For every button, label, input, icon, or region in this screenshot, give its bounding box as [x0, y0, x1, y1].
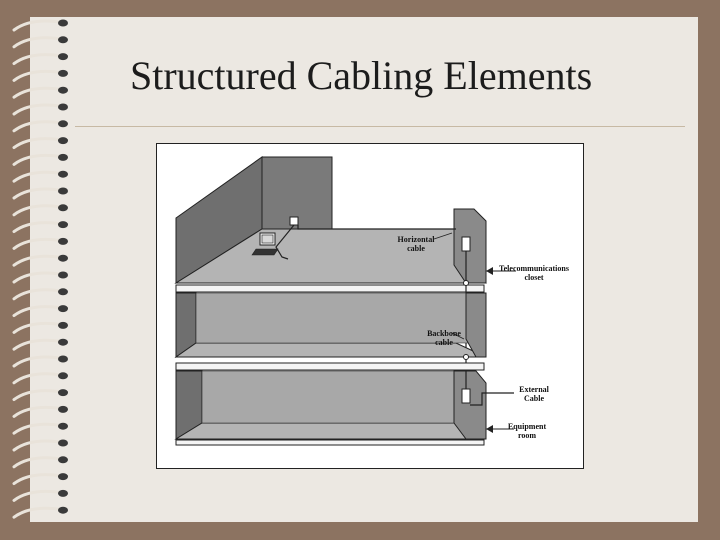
binding-hole: [58, 355, 68, 363]
telecom-closet-label: Telecommunications closet: [499, 264, 569, 282]
computer-icon: [251, 232, 279, 256]
spiral-ring: [12, 221, 62, 234]
horizontal-cable-leader: [433, 232, 453, 240]
binding-hole: [58, 389, 68, 397]
spiral-ring: [12, 271, 62, 284]
binding-hole: [58, 237, 68, 245]
external-cable-label: External Cable: [519, 385, 549, 403]
spiral-ring: [12, 69, 62, 82]
spiral-ring: [12, 439, 62, 452]
spiral-ring: [12, 153, 62, 166]
bottom-floor-slab: [175, 439, 485, 446]
spiral-binding-icon: [12, 19, 68, 519]
middle-floor-closet-wall: [465, 292, 487, 358]
spiral-ring: [12, 170, 62, 183]
horizontal-cable-line: [275, 224, 295, 260]
binding-hole: [58, 288, 68, 296]
external-cable-line: [470, 392, 514, 406]
spiral-ring: [12, 19, 62, 32]
binding-hole: [58, 53, 68, 61]
top-floor-slab: [175, 284, 485, 293]
spiral-ring: [12, 254, 62, 267]
binding-hole: [58, 439, 68, 447]
spiral-ring: [12, 53, 62, 66]
spiral-ring: [12, 288, 62, 301]
spiral-ring: [12, 237, 62, 250]
spiral-ring: [12, 321, 62, 334]
spiral-ring: [12, 389, 62, 402]
binding-hole: [58, 153, 68, 161]
binding-hole: [58, 506, 68, 514]
spiral-ring: [12, 355, 62, 368]
spiral-ring: [12, 405, 62, 418]
binding-hole: [58, 338, 68, 346]
top-floor-closet-panel: [461, 236, 471, 252]
binding-hole: [58, 86, 68, 94]
binding-hole: [58, 69, 68, 77]
spiral-ring: [12, 372, 62, 385]
binding-hole: [58, 19, 68, 27]
page-title: Structured Cabling Elements: [130, 53, 593, 98]
binding-hole: [58, 422, 68, 430]
binding-hole: [58, 473, 68, 481]
structured-cabling-diagram: Horizontal cable Telecommunications clos…: [156, 143, 584, 469]
binding-hole: [58, 36, 68, 44]
backbone-cable-label: Backbone cable: [427, 329, 461, 347]
binding-hole: [58, 321, 68, 329]
wall-outlet-icon: [289, 216, 299, 226]
binding-hole: [58, 456, 68, 464]
binding-hole: [58, 187, 68, 195]
spiral-ring: [12, 305, 62, 318]
spiral-ring: [12, 103, 62, 116]
spiral-ring: [12, 489, 62, 502]
horizontal-cable-label: Horizontal cable: [397, 235, 435, 253]
bottom-floor-surface: [174, 422, 487, 440]
binding-hole: [58, 254, 68, 262]
riser-sleeve-middle: [463, 354, 469, 360]
binding-hole: [58, 489, 68, 497]
riser-sleeve-top: [463, 280, 469, 286]
spiral-ring: [12, 204, 62, 217]
equipment-room-panel: [461, 388, 471, 404]
horizontal-cable-run: [297, 225, 456, 230]
spiral-ring: [12, 456, 62, 469]
backbone-cable-leader: [451, 332, 465, 340]
spiral-ring: [12, 473, 62, 486]
equipment-room-label: Equipment room: [507, 422, 547, 440]
binding-hole: [58, 372, 68, 380]
binding-hole: [58, 221, 68, 229]
binding-hole: [58, 137, 68, 145]
spiral-ring: [12, 86, 62, 99]
spiral-ring: [12, 422, 62, 435]
title-divider: [75, 126, 685, 127]
binding-hole: [58, 405, 68, 413]
binding-hole: [58, 204, 68, 212]
spiral-ring: [12, 506, 62, 519]
spiral-ring: [12, 338, 62, 351]
spiral-ring: [12, 36, 62, 49]
middle-floor-slab: [175, 362, 485, 371]
binding-hole: [58, 120, 68, 128]
binding-hole: [58, 305, 68, 313]
binding-hole: [58, 103, 68, 111]
spiral-ring: [12, 137, 62, 150]
binding-hole: [58, 170, 68, 178]
spiral-ring: [12, 187, 62, 200]
binding-hole: [58, 271, 68, 279]
spiral-ring: [12, 120, 62, 133]
bottom-floor-back: [201, 370, 477, 424]
